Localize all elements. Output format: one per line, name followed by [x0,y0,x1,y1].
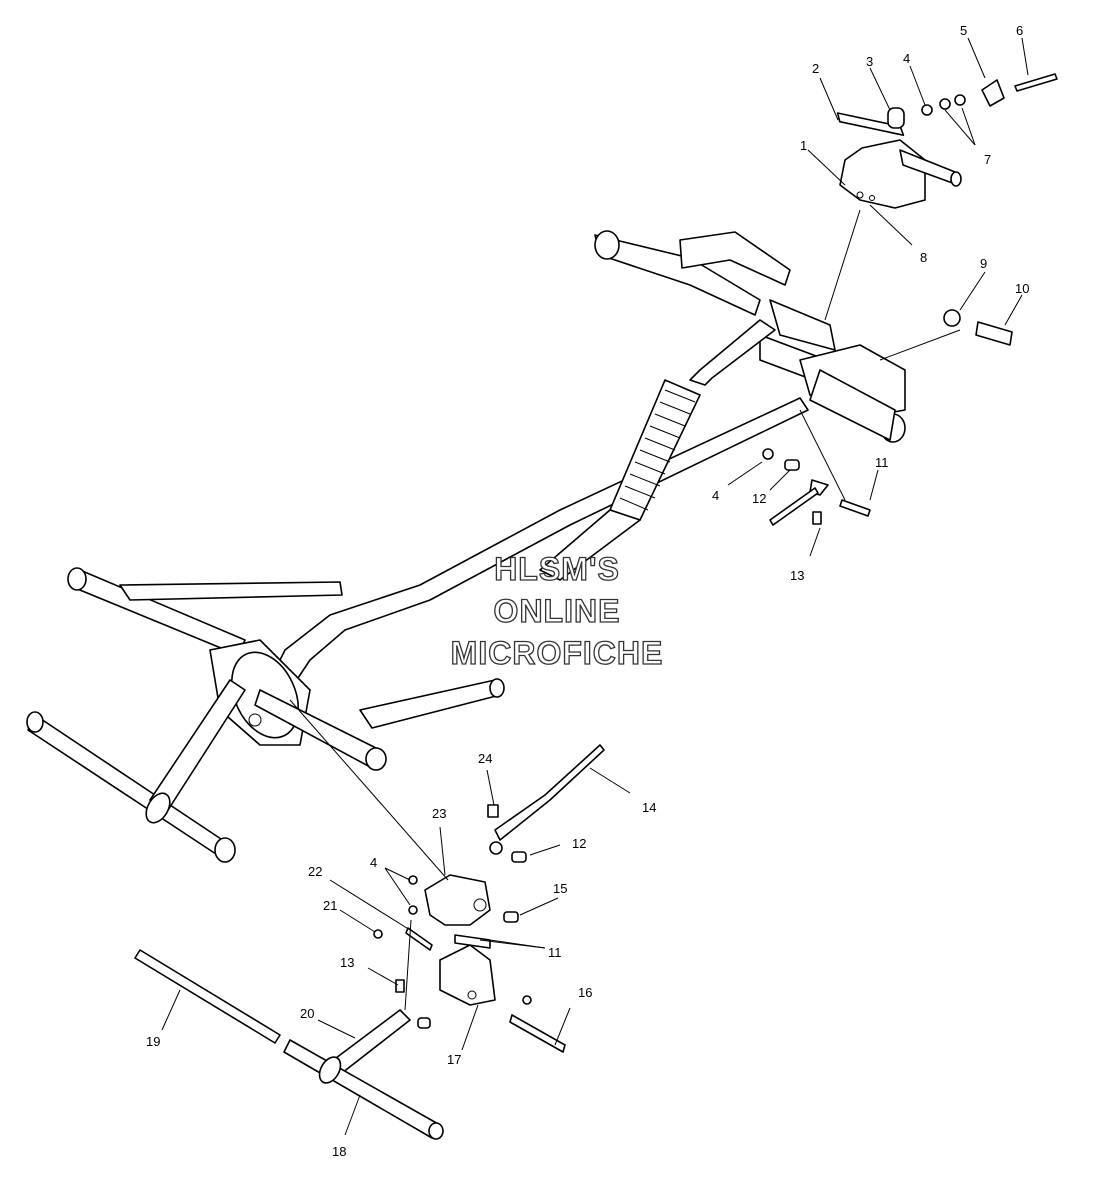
callout-5: 5 [960,23,967,38]
watermark-line-1: HLSM'S [494,551,620,587]
shock-absorber [539,379,701,581]
callout-21: 21 [323,898,337,913]
callout-7: 7 [984,152,991,167]
callout-9: 9 [980,256,987,271]
watermark-line-2: ONLINE [494,593,621,629]
callout-22: 22 [308,864,322,879]
callout-23: 23 [432,806,446,821]
callout-13b: 13 [340,955,354,970]
callout-20: 20 [300,1006,314,1021]
callout-12b: 12 [572,836,586,851]
callout-11b: 11 [548,945,562,960]
watermark-line-3: MICROFICHE [451,635,664,671]
callout-labels: 2 3 4 5 6 7 1 8 9 10 11 4 12 13 24 14 23… [146,23,1029,1159]
callout-1: 1 [800,138,807,153]
callout-13: 13 [790,568,804,583]
callout-6: 6 [1016,23,1023,38]
callout-8: 8 [920,250,927,265]
callout-12: 12 [752,491,766,506]
callout-3: 3 [866,54,873,69]
callout-4: 4 [903,51,910,66]
callout-4b: 4 [712,488,719,503]
callout-4c: 4 [370,855,377,870]
callout-17: 17 [447,1052,461,1067]
leader-lines [161,37,1029,1136]
callout-2: 2 [812,61,819,76]
callout-10: 10 [1015,281,1029,296]
upper-bracket-assembly [836,73,1058,209]
front-assembly [26,567,505,863]
callout-18: 18 [332,1144,346,1159]
callout-24: 24 [478,751,492,766]
rear-pivot-bracket [594,230,1013,443]
lower-exploded-parts [134,448,871,1140]
callout-19: 19 [146,1034,160,1049]
callout-16: 16 [578,985,592,1000]
callout-14: 14 [642,800,656,815]
watermark: HLSM'S ONLINE MICROFICHE [450,550,664,671]
callout-11: 11 [875,455,889,470]
callout-15: 15 [553,881,567,896]
